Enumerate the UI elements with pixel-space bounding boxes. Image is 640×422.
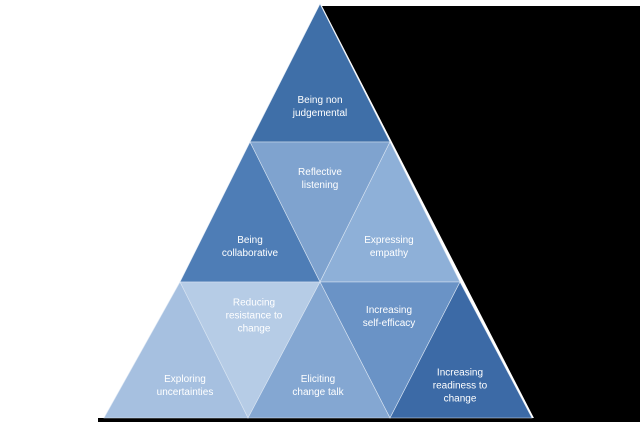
- label-line: change talk: [292, 387, 344, 398]
- segment-eliciting-change-talk: [247, 281, 391, 419]
- label-reducing-resistance: Reducing resistance to change: [226, 298, 283, 335]
- label-line: listening: [302, 180, 339, 191]
- label-reflective-listening: Reflective listening: [298, 167, 342, 191]
- label-line: Reflective: [298, 167, 342, 178]
- label-line: Eliciting: [301, 374, 335, 385]
- label-line: Reducing: [233, 298, 275, 309]
- label-increasing-readiness: Increasing readiness to change: [433, 368, 488, 405]
- label-line: readiness to: [433, 381, 488, 392]
- label-being-non-judgemental: Being non judgemental: [292, 95, 347, 119]
- label-eliciting-change-talk: Eliciting change talk: [292, 374, 344, 398]
- label-line: Increasing: [366, 305, 412, 316]
- label-line: Increasing: [437, 368, 483, 379]
- label-line: self-efficacy: [363, 318, 416, 329]
- segment-increasing-readiness: [389, 281, 533, 419]
- label-line: Being: [237, 235, 263, 246]
- label-line: Expressing: [364, 235, 413, 246]
- bottom-shadow: [98, 418, 540, 422]
- label-line: change: [444, 394, 477, 405]
- label-line: change: [238, 324, 271, 335]
- label-line: Exploring: [164, 374, 206, 385]
- label-line: collaborative: [222, 248, 279, 259]
- label-line: Being non: [297, 95, 342, 106]
- right-shadow: [322, 6, 640, 422]
- label-line: judgemental: [292, 108, 347, 119]
- label-line: uncertainties: [157, 387, 214, 398]
- label-being-collaborative: Being collaborative: [222, 235, 279, 259]
- label-line: empathy: [370, 248, 408, 259]
- label-increasing-self-efficacy: Increasing self-efficacy: [363, 305, 416, 329]
- label-line: resistance to: [226, 311, 283, 322]
- label-expressing-empathy: Expressing empathy: [364, 235, 413, 259]
- segment-exploring-uncertainties: [103, 281, 249, 419]
- label-exploring-uncertainties: Exploring uncertainties: [157, 374, 214, 398]
